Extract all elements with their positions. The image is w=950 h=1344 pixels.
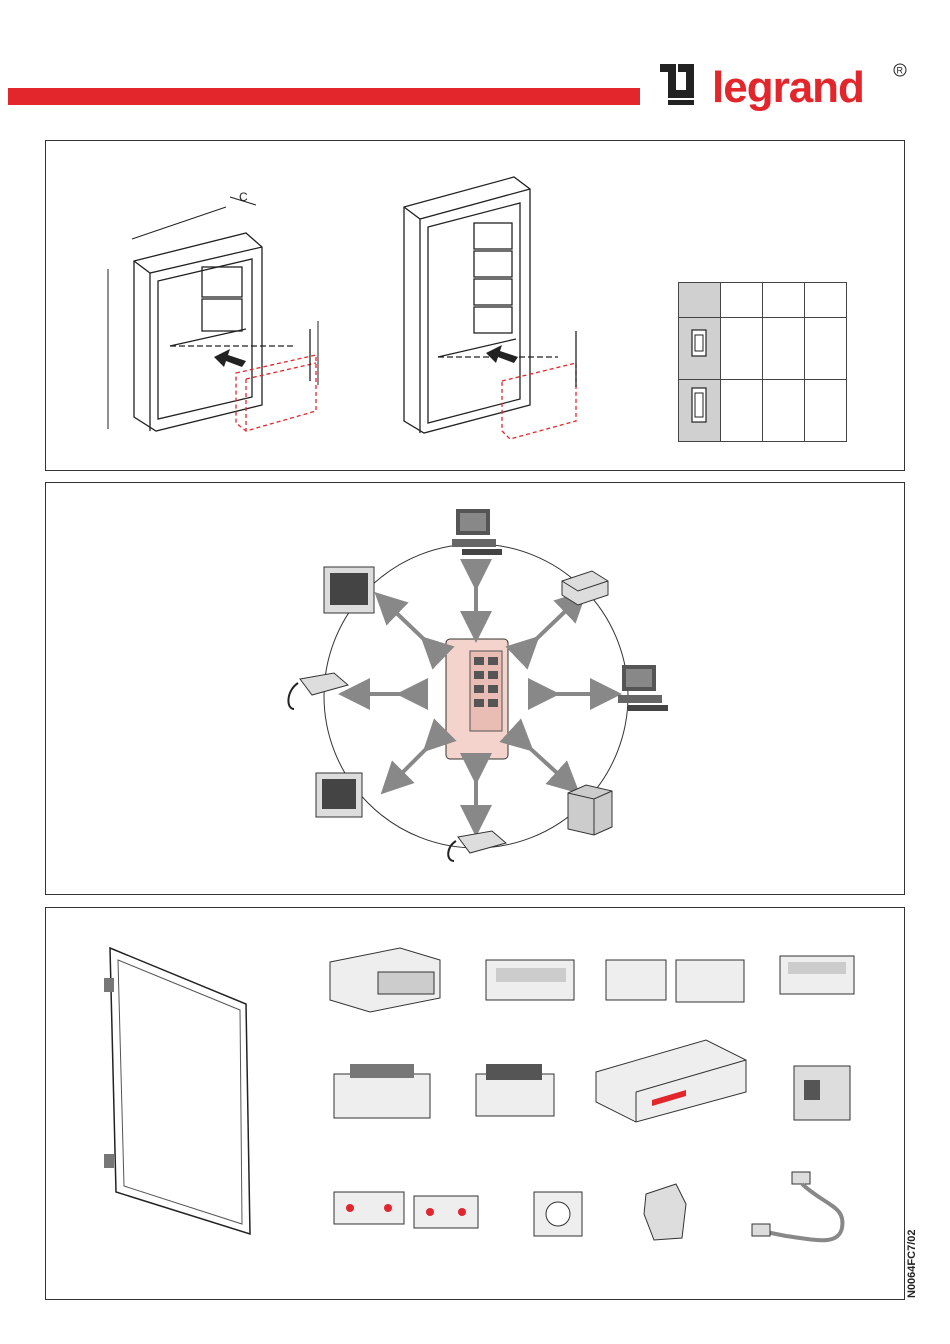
monitor-icon — [324, 567, 374, 613]
telephone-icon — [288, 673, 348, 709]
accessories-panel — [45, 907, 905, 1300]
table-header-cell — [721, 283, 763, 318]
enclosure-hub-icon — [446, 639, 508, 759]
cable-clip-icon — [644, 1184, 686, 1240]
table-header-cell — [763, 283, 805, 318]
legrand-logo: legrand R — [656, 56, 916, 120]
table-cell — [805, 318, 847, 380]
rj45-module-icon — [486, 960, 574, 1000]
header-red-bar — [8, 88, 640, 105]
table-cell — [805, 380, 847, 442]
table-row — [679, 318, 847, 380]
network-switch-icon — [596, 1040, 746, 1122]
svg-text:legrand: legrand — [712, 63, 864, 112]
table-cell — [721, 380, 763, 442]
accessories-drawings — [46, 908, 904, 1299]
telephone-module-icon — [334, 1064, 430, 1118]
svg-text:R: R — [897, 66, 904, 76]
table-row — [679, 380, 847, 442]
small-enclosure-icon — [679, 318, 721, 380]
dti-module-icon — [794, 1066, 850, 1120]
table-cell — [721, 318, 763, 380]
monitor-icon — [316, 773, 362, 817]
rj45-block-icon — [476, 1064, 554, 1116]
document-reference: N0064FC7/02 — [906, 1238, 926, 1298]
computer-icon — [618, 665, 668, 711]
dimension-c-label: C — [239, 190, 248, 204]
door-icon — [104, 948, 250, 1234]
table-cell — [763, 380, 805, 442]
table-cell — [763, 318, 805, 380]
power-socket-icon — [534, 1192, 582, 1236]
patch-module-icon — [330, 948, 440, 1012]
server-icon — [568, 785, 612, 835]
dimensions-table — [678, 282, 847, 442]
legrand-symbol-icon — [660, 64, 694, 105]
network-diagram — [46, 483, 904, 894]
network-diagram-panel — [45, 482, 905, 895]
rj45-module-pair-icon — [606, 960, 744, 1002]
blank-module-icon — [780, 956, 854, 994]
table-header-row — [679, 283, 847, 318]
large-enclosure-drawing — [404, 177, 576, 439]
table-header-cell — [679, 283, 721, 318]
large-enclosure-icon — [679, 380, 721, 442]
table-header-cell — [805, 283, 847, 318]
patch-cord-icon — [752, 1172, 843, 1240]
tv-splitter-icon — [334, 1192, 478, 1228]
small-enclosure-drawing — [108, 197, 318, 431]
dimensions-panel: C — [45, 140, 905, 471]
computer-icon — [452, 509, 502, 555]
